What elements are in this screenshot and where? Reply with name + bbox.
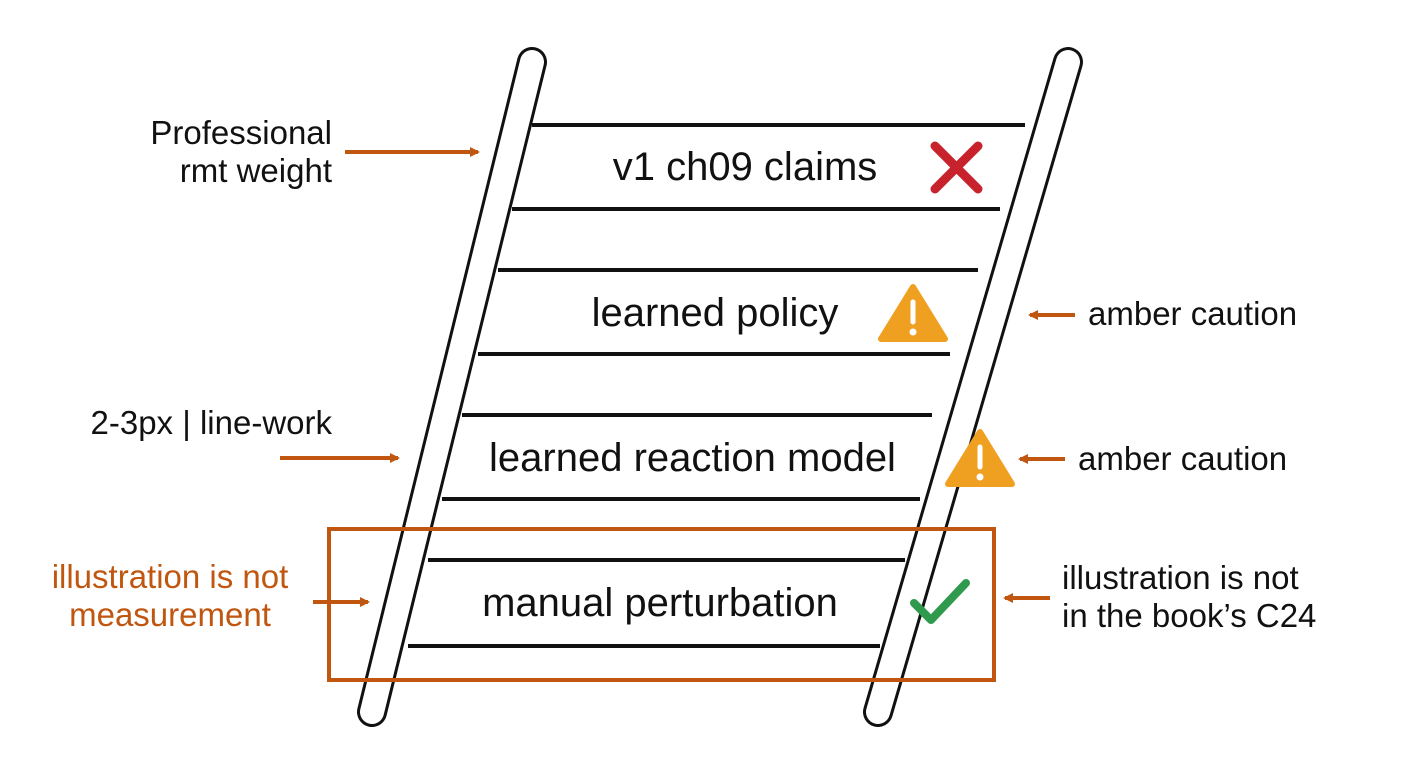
annotation-arrows bbox=[280, 147, 1075, 607]
left-annotation: Professional rmt weight bbox=[150, 114, 332, 189]
ladder-right-rail bbox=[863, 47, 1083, 727]
right-annotation: illustration is not in the book’s C24 bbox=[1062, 559, 1317, 634]
ladder-left-rail bbox=[357, 47, 547, 727]
right-annotation: amber caution bbox=[1078, 440, 1288, 477]
left-annotation: illustration is not measurement bbox=[51, 558, 289, 633]
warning-icon bbox=[945, 429, 1015, 487]
cross-icon bbox=[930, 141, 983, 194]
rung-label: learned policy bbox=[591, 291, 839, 335]
left-annotation: 2-3px | line-work bbox=[90, 404, 333, 441]
check-icon bbox=[910, 579, 970, 624]
rung-label: manual perturbation bbox=[482, 581, 838, 625]
rung-label: learned reaction model bbox=[489, 436, 896, 480]
ladder-rungs bbox=[408, 123, 1025, 648]
warning-icon bbox=[878, 284, 948, 342]
rung-label: v1 ch09 claims bbox=[612, 145, 878, 189]
highlight-box bbox=[327, 527, 996, 682]
right-annotation: amber caution bbox=[1088, 295, 1298, 332]
